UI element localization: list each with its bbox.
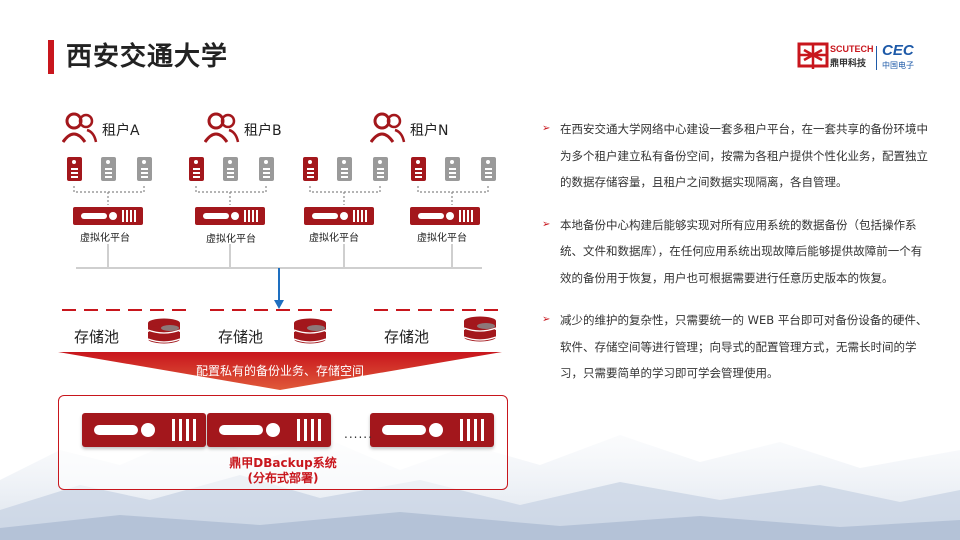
title-accent-bar [48, 40, 54, 74]
virtualization-rack [304, 207, 374, 225]
bullet-arrow-icon: ➢ [542, 218, 551, 230]
server-icon [137, 157, 152, 181]
server-icon [373, 157, 388, 181]
server-icon [337, 157, 352, 181]
funnel-label: 配置私有的备份业务、存储空间 [195, 364, 364, 378]
storage-pool-label: 存储池 [74, 328, 120, 346]
virtualization-rack [410, 207, 480, 225]
storage-pool-label: 存储池 [384, 328, 430, 346]
description-item: ➢ 本地备份中心构建后能够实现对所有应用系统的数据备份（包括操作系统、文件和数据… [540, 212, 930, 292]
config-funnel [58, 352, 502, 390]
description-text: 在西安交通大学网络中心建设一套多租户平台，在一套共享的备份环境中为多个租户建立私… [560, 122, 928, 189]
database-icon [147, 318, 181, 344]
description-item: ➢ 在西安交通大学网络中心建设一套多租户平台，在一套共享的备份环境中为多个租户建… [540, 116, 930, 196]
database-icon [463, 316, 497, 342]
tenant-label: 租户B [244, 123, 282, 139]
logo-cec-subtext: 中国电子 [882, 61, 914, 70]
page-title: 西安交通大学 [66, 42, 229, 72]
system-name: 鼎甲DBackup系统 [229, 456, 337, 470]
users-icon [204, 112, 240, 143]
virtualization-label: 虚拟化平台 [206, 234, 256, 245]
backup-server [370, 413, 494, 447]
logo-cec-text: CEC [882, 42, 914, 59]
server-icon [189, 157, 204, 181]
bullet-arrow-icon: ➢ [542, 314, 551, 325]
users-icon [370, 112, 406, 143]
virtualization-label: 虚拟化平台 [80, 233, 130, 244]
tenant-label: 租户N [410, 123, 449, 139]
description-text: 本地备份中心构建后能够实现对所有应用系统的数据备份（包括操作系统、文件和数据库）… [560, 217, 923, 285]
server-icon [67, 157, 82, 181]
server-icon [481, 157, 496, 181]
description-list: ➢ 在西安交通大学网络中心建设一套多租户平台，在一套共享的备份环境中为多个租户建… [540, 116, 930, 403]
storage-pool-label: 存储池 [218, 328, 264, 346]
backup-server [207, 413, 331, 447]
server-icon [445, 157, 460, 181]
company-logo: SCUTECH 鼎甲科技 CEC 中国电子 [796, 40, 926, 74]
logo-scutech-text: SCUTECH [830, 44, 874, 54]
virtualization-rack [195, 207, 265, 225]
description-item: ➢ 减少的维护的复杂性，只需要统一的 WEB 平台即可对备份设备的硬件、软件、存… [540, 307, 930, 387]
server-icon [259, 157, 274, 181]
description-text: 减少的维护的复杂性，只需要统一的 WEB 平台即可对备份设备的硬件、软件、存储空… [560, 313, 928, 380]
server-icon [303, 157, 318, 181]
users-icon [62, 112, 98, 143]
server-icon [223, 157, 238, 181]
more-servers-ellipsis: ...... [344, 427, 373, 441]
backup-server [82, 413, 206, 447]
virtualization-label: 虚拟化平台 [417, 233, 467, 244]
dingjia-logo-icon [797, 42, 829, 69]
system-deployment: (分布式部署) [247, 471, 319, 485]
bullet-arrow-icon: ➢ [542, 123, 551, 134]
virtualization-label: 虚拟化平台 [309, 233, 359, 244]
logo-separator [876, 46, 877, 70]
tenant-label: 租户A [102, 123, 140, 139]
logo-dingjia-text: 鼎甲科技 [830, 59, 867, 69]
server-icon [411, 157, 426, 181]
virtualization-rack [73, 207, 143, 225]
dbackup-system-name: 鼎甲DBackup系统 (分布式部署) [58, 456, 508, 486]
database-icon [293, 318, 327, 344]
server-icon [101, 157, 116, 181]
